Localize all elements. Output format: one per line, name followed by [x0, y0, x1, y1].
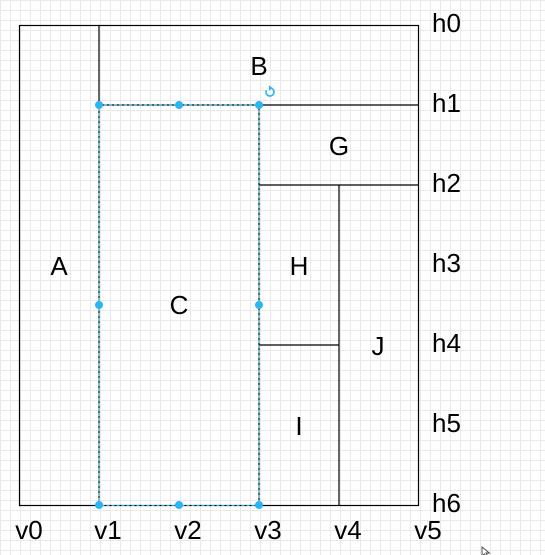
- region-label-a: A: [50, 251, 68, 281]
- region-label-j: J: [372, 331, 385, 361]
- diagram-lines: [18, 24, 420, 507]
- axis-label-h5: h5: [432, 408, 461, 438]
- axis-label-h4: h4: [432, 328, 461, 358]
- resize-handle-bottom-left[interactable]: [95, 501, 103, 509]
- axis-label-h6: h6: [432, 488, 461, 518]
- resize-handle-bottom-right[interactable]: [255, 501, 263, 509]
- resize-handle-top-right[interactable]: [255, 101, 263, 109]
- cursor-icon: [481, 546, 491, 555]
- axis-label-h3: h3: [432, 248, 461, 278]
- rotate-icon[interactable]: [265, 85, 275, 97]
- axis-label-v3: v3: [254, 515, 281, 545]
- axis-label-h1: h1: [432, 88, 461, 118]
- resize-handle-left[interactable]: [95, 301, 103, 309]
- region-label-b: B: [250, 51, 267, 81]
- region-label-c: C: [170, 290, 189, 320]
- selection-box[interactable]: [95, 85, 275, 509]
- region-label-g: G: [329, 131, 349, 161]
- axis-label-v1: v1: [94, 515, 121, 545]
- region-label-h: H: [290, 251, 309, 281]
- axis-label-h0: h0: [432, 8, 461, 38]
- region-label-i: I: [295, 411, 302, 441]
- axis-label-v2: v2: [174, 515, 201, 545]
- axis-label-v5: v5: [414, 515, 441, 545]
- axis-label-v0: v0: [15, 515, 42, 545]
- outer-frame: [18, 24, 420, 507]
- axis-label-h2: h2: [432, 168, 461, 198]
- resize-handle-bottom[interactable]: [175, 501, 183, 509]
- resize-handle-top-left[interactable]: [95, 101, 103, 109]
- resize-handle-top[interactable]: [175, 101, 183, 109]
- resize-handle-right[interactable]: [255, 301, 263, 309]
- axis-label-v4: v4: [334, 515, 361, 545]
